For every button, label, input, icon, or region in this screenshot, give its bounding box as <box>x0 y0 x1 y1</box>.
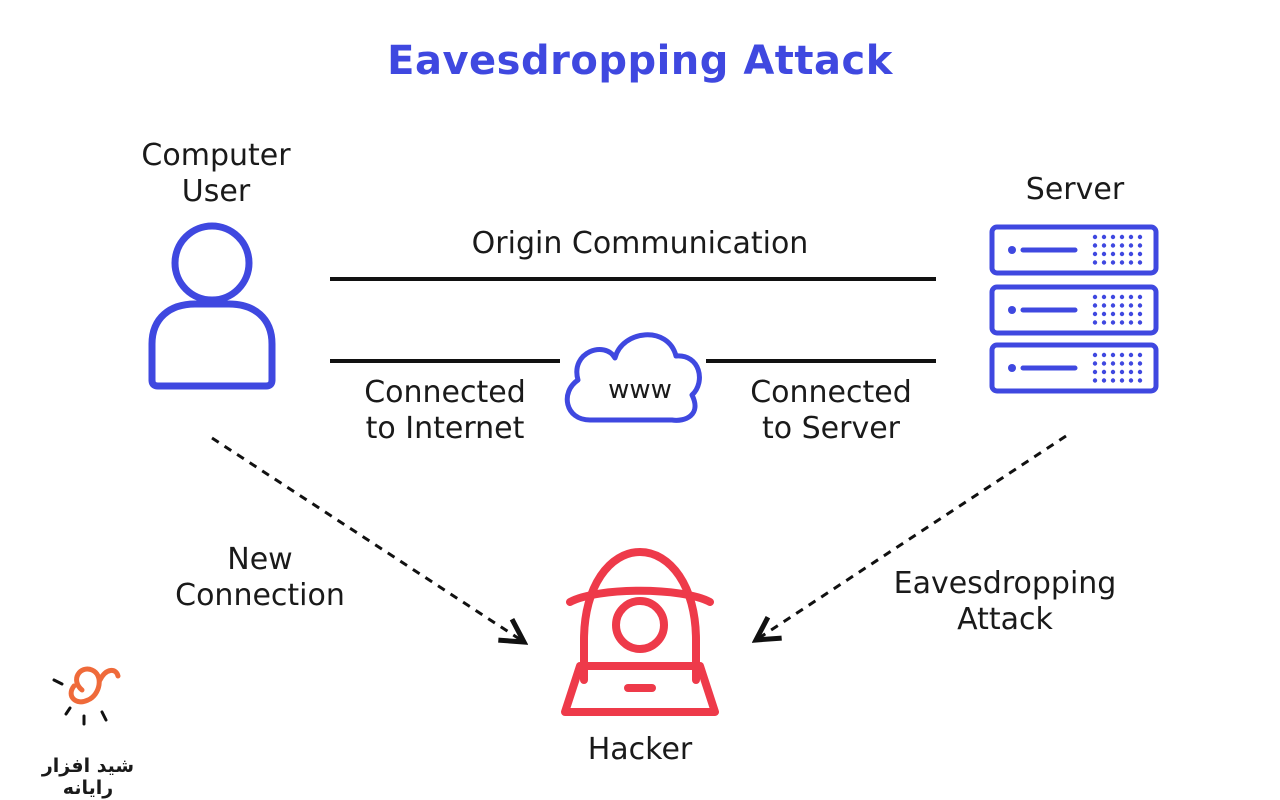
server-dot <box>1101 234 1107 240</box>
server-dot <box>1092 243 1098 248</box>
server-dot <box>1128 294 1134 300</box>
server-dot <box>1092 251 1098 257</box>
server-dot <box>1110 243 1116 248</box>
server-dot <box>1101 243 1107 248</box>
hacker-icon <box>561 548 719 716</box>
server-dot <box>1137 352 1143 358</box>
eavesdropping-attack-label: Eavesdropping Attack <box>893 566 1117 637</box>
server-dot <box>1101 294 1107 300</box>
server-dot <box>1128 361 1134 366</box>
connected-server-label: Connected to Server <box>750 375 912 446</box>
server-dot <box>1128 251 1134 257</box>
server-label: Server <box>1025 172 1125 207</box>
server-dot <box>1110 303 1116 308</box>
server-icon <box>989 224 1159 394</box>
server-dot <box>1128 303 1134 308</box>
eavesdropping-arrow <box>756 434 1067 640</box>
server-dot <box>1119 311 1125 317</box>
server-dot <box>1119 352 1125 358</box>
server-dot <box>1137 311 1143 317</box>
new-connection-arrow <box>211 436 524 642</box>
brand-logo-icon <box>52 666 121 726</box>
server-dot <box>1110 361 1116 366</box>
server-dot <box>1137 361 1143 366</box>
server-dot <box>1101 369 1107 375</box>
server-dot <box>1137 303 1143 308</box>
cloud-icon <box>564 332 702 423</box>
origin-communication-label: Origin Communication <box>471 226 809 261</box>
server-dot <box>1092 260 1098 265</box>
server-dot <box>1092 352 1098 358</box>
server-dot <box>1137 378 1143 383</box>
server-dot <box>1110 369 1116 375</box>
server-dot <box>1128 320 1134 325</box>
server-dot <box>1110 294 1116 300</box>
server-dot <box>1110 311 1116 317</box>
server-dot <box>1137 320 1143 325</box>
server-dot <box>1092 311 1098 317</box>
server-dot <box>1137 234 1143 240</box>
server-dot <box>1101 352 1107 358</box>
server-dot <box>1128 311 1134 317</box>
server-dot <box>1110 234 1116 240</box>
server-dot <box>1101 378 1107 383</box>
connected-internet-label: Connected to Internet <box>364 375 526 446</box>
server-dot <box>1092 320 1098 325</box>
user-label: Computer User <box>141 138 291 209</box>
server-dot <box>1110 251 1116 257</box>
server-dot <box>1101 361 1107 366</box>
server-dot <box>1119 361 1125 366</box>
server-dot <box>1101 311 1107 317</box>
server-dot <box>1119 260 1125 265</box>
server-dot <box>1092 378 1098 383</box>
server-dot <box>1119 369 1125 375</box>
server-dot <box>1092 294 1098 300</box>
server-dot <box>1137 251 1143 257</box>
new-connection-label: New Connection <box>175 542 345 613</box>
server-dot <box>1092 361 1098 366</box>
server-dot <box>1128 378 1134 383</box>
server-dot <box>1119 378 1125 383</box>
server-dot <box>1110 378 1116 383</box>
server-dot <box>1137 260 1143 265</box>
server-dot <box>1128 369 1134 375</box>
server-dot <box>1092 303 1098 308</box>
server-dot <box>1128 243 1134 248</box>
server-dot <box>1110 260 1116 265</box>
server-dot <box>1110 320 1116 325</box>
cloud-label: www <box>608 375 672 405</box>
hacker-label: Hacker <box>587 732 693 767</box>
server-dot <box>1119 303 1125 308</box>
server-dot <box>1137 294 1143 300</box>
brand-text: شید افزار رایانه <box>41 755 135 799</box>
server-dot <box>1101 251 1107 257</box>
server-dot <box>1092 369 1098 375</box>
server-dot <box>1110 352 1116 358</box>
server-dot <box>1101 320 1107 325</box>
server-dot <box>1119 251 1125 257</box>
server-dot <box>1119 234 1125 240</box>
user-icon <box>148 222 276 390</box>
server-dot <box>1128 234 1134 240</box>
server-dot <box>1119 294 1125 300</box>
server-dot <box>1101 303 1107 308</box>
server-dot <box>1137 369 1143 375</box>
server-dot <box>1119 320 1125 325</box>
server-dot <box>1092 234 1098 240</box>
server-dot <box>1101 260 1107 265</box>
diagram-title: Eavesdropping Attack <box>387 38 893 84</box>
server-dot <box>1119 243 1125 248</box>
server-dot <box>1128 352 1134 358</box>
server-dot <box>1137 243 1143 248</box>
server-dot <box>1128 260 1134 265</box>
